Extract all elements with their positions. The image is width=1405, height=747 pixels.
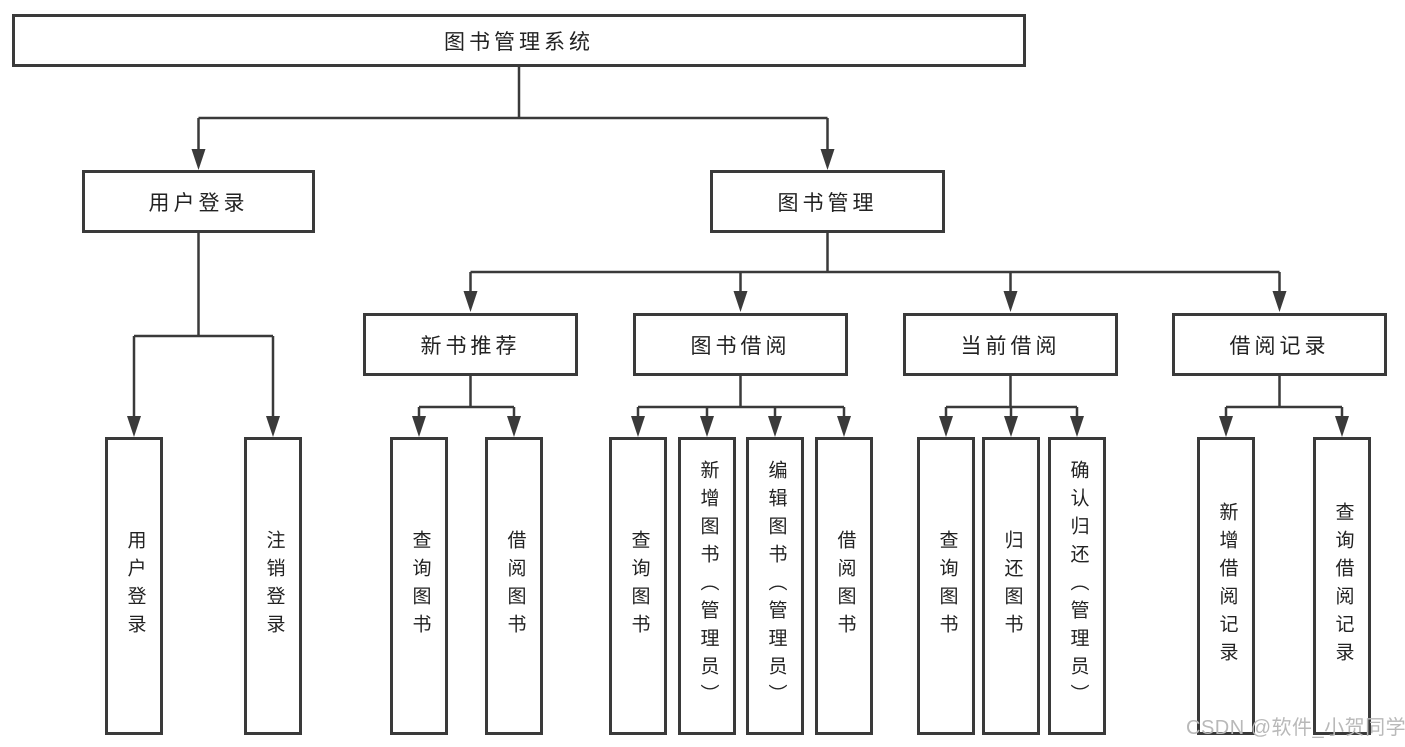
node-current-borrowing: 当前借阅 — [903, 313, 1118, 376]
leaf-query-books: 查询图书 — [390, 437, 448, 735]
leaf-add-borrow-record: 新增借阅记录 — [1197, 437, 1255, 735]
node-label: 用户登录 — [148, 191, 249, 215]
node-book-borrowing: 图书借阅 — [633, 313, 848, 376]
node-root-library-management-system: 图书管理系统 — [12, 14, 1026, 67]
leaf-confirm-return-admin: 确认归还（管理员） — [1048, 437, 1106, 735]
node-label: 借阅记录 — [1229, 334, 1330, 358]
leaf-label: 新增图书（管理员） — [697, 460, 719, 712]
leaf-user-login: 用户登录 — [105, 437, 163, 735]
leaf-label: 用户登录 — [124, 530, 146, 642]
leaf-query-books: 查询图书 — [917, 437, 975, 735]
leaf-query-books: 查询图书 — [609, 437, 667, 735]
leaf-add-books-admin: 新增图书（管理员） — [678, 437, 736, 735]
node-label: 图书管理 — [777, 191, 878, 215]
leaf-label: 查询图书 — [628, 530, 650, 642]
node-label: 图书管理系统 — [444, 30, 594, 54]
node-label: 当前借阅 — [960, 334, 1061, 358]
node-user-login: 用户登录 — [82, 170, 315, 233]
node-book-management: 图书管理 — [710, 170, 945, 233]
leaf-label: 归还图书 — [1001, 530, 1023, 642]
leaf-label: 查询借阅记录 — [1332, 502, 1354, 670]
leaf-borrow-books: 借阅图书 — [485, 437, 543, 735]
node-borrowing-records: 借阅记录 — [1172, 313, 1387, 376]
leaf-label: 确认归还（管理员） — [1067, 460, 1089, 712]
node-label: 图书借阅 — [690, 334, 791, 358]
leaf-logout-login: 注销登录 — [244, 437, 302, 735]
elbow-connectors — [132, 67, 1344, 418]
arrowheads — [127, 149, 1349, 437]
leaf-label: 编辑图书（管理员） — [765, 460, 787, 712]
leaf-label: 新增借阅记录 — [1216, 502, 1238, 670]
csdn-watermark: CSDN @软件_小贺同学 — [1186, 717, 1405, 739]
leaf-label: 注销登录 — [263, 530, 285, 642]
node-label: 新书推荐 — [420, 334, 521, 358]
leaf-query-borrow-record: 查询借阅记录 — [1313, 437, 1371, 735]
leaf-label: 查询图书 — [409, 530, 431, 642]
leaf-borrow-books: 借阅图书 — [815, 437, 873, 735]
leaf-edit-books-admin: 编辑图书（管理员） — [746, 437, 804, 735]
leaf-label: 借阅图书 — [834, 530, 856, 642]
leaf-label: 借阅图书 — [504, 530, 526, 642]
leaf-label: 查询图书 — [936, 530, 958, 642]
leaf-return-books: 归还图书 — [982, 437, 1040, 735]
node-new-book-recommend: 新书推荐 — [363, 313, 578, 376]
